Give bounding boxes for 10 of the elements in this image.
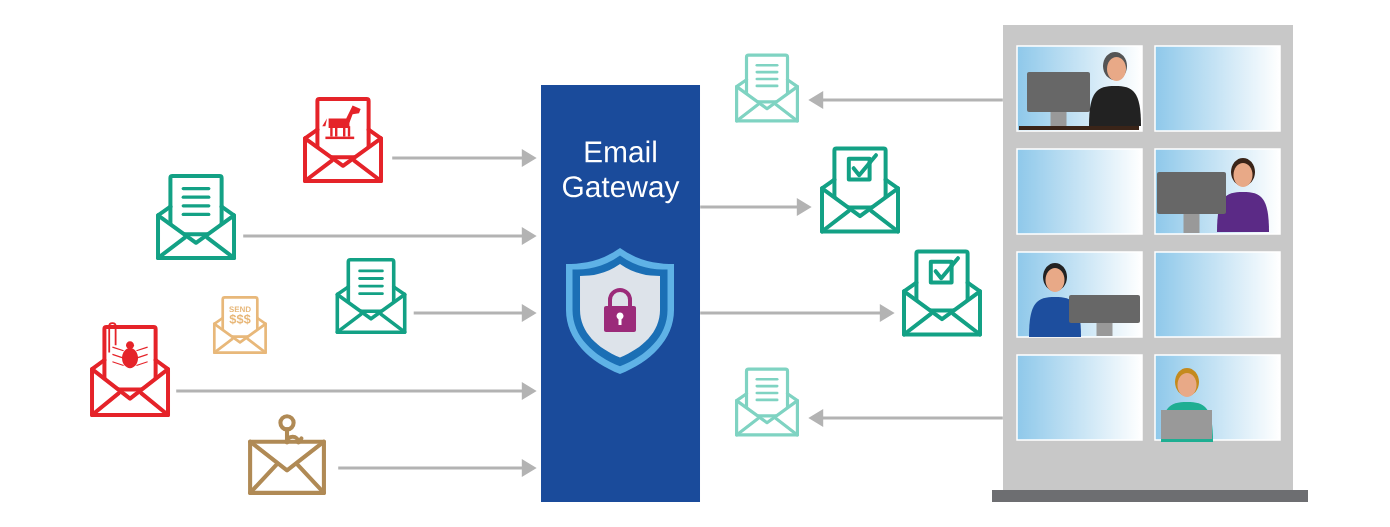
envelope-icon [735, 53, 799, 123]
envelope-icon [335, 258, 407, 334]
envelope-icon [902, 249, 982, 337]
envelope-icon [303, 97, 383, 183]
envelope-icon [90, 322, 170, 417]
envelope-icon [820, 146, 900, 234]
envelope-icon [248, 414, 326, 495]
envelope-icon [735, 367, 799, 437]
envelope-icon [156, 174, 236, 260]
building-drawing [992, 25, 1308, 502]
